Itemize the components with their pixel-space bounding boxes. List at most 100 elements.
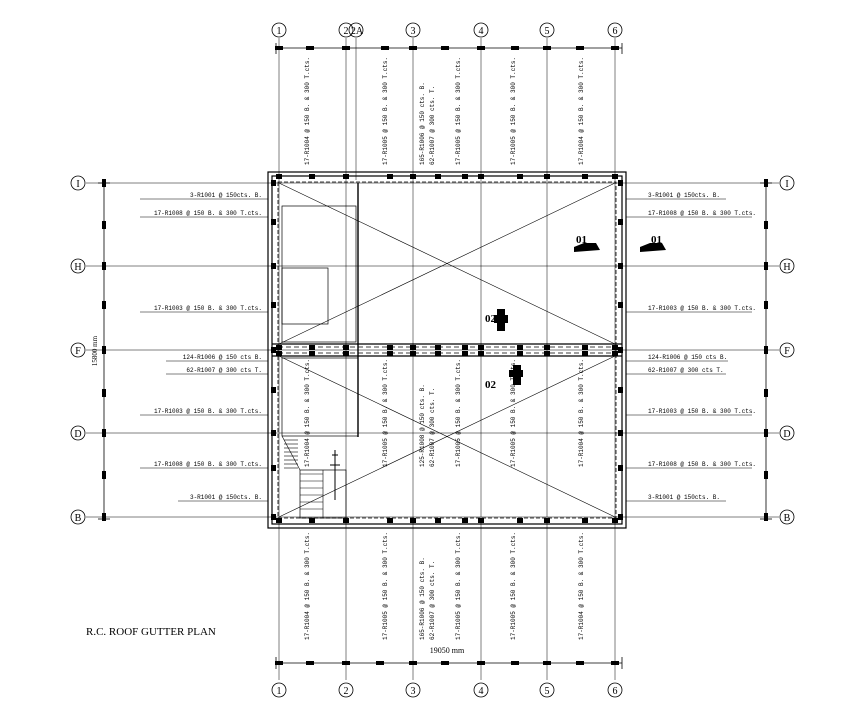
rebar-marker [387, 351, 393, 356]
note-left: 17-R1008 @ 150 B. & 300 T.cts. [154, 461, 262, 468]
rebar-marker [544, 174, 550, 179]
note-left: 3-R1001 @ 150cts. B. [190, 494, 262, 501]
grid-label-left-b: B [75, 513, 82, 524]
dimension-tick [102, 389, 106, 397]
grid-label-right-f: F [784, 346, 790, 357]
rebar-marker [618, 347, 623, 353]
rebar-marker [618, 302, 623, 308]
grid-label-bottom-3: 3 [411, 686, 416, 697]
dimension-tick [764, 471, 768, 479]
dimension-tick [511, 661, 519, 665]
rebar-marker [271, 514, 276, 520]
dimension-tick [306, 46, 314, 50]
rebar-marker [544, 345, 550, 350]
rebar-marker [618, 387, 623, 393]
rebar-marker [271, 219, 276, 225]
note-right: 17-R1003 @ 150 B. & 300 T.cts. [648, 408, 756, 415]
grid-label-bottom-5: 5 [545, 686, 550, 697]
dimension-tick [102, 221, 106, 229]
stair-treads [284, 439, 323, 510]
rebar-marker [435, 518, 441, 523]
note-vertical-middle: 17-R1004 @ 150 B. & 300 T.cts. [304, 359, 311, 467]
rebar-marker [271, 263, 276, 269]
rebar-marker [462, 345, 468, 350]
rebar-marker [343, 351, 349, 356]
rebar-marker [478, 174, 484, 179]
rebar-marker [462, 174, 468, 179]
note-vertical-bottom: 17-R1005 @ 150 B. & 300 T.cts. [510, 532, 517, 640]
rebar-marker [410, 174, 416, 179]
gutter-callouts [494, 243, 666, 385]
rebar-marker [309, 351, 315, 356]
rebar-marker [618, 430, 623, 436]
dimension-tick [764, 389, 768, 397]
note-right: 3-R1001 @ 150cts. B. [648, 494, 720, 501]
rebar-marker [612, 345, 618, 350]
grid-label-left-d: D [74, 429, 81, 440]
note-right: 62-R1007 @ 300 cts T. [648, 367, 724, 374]
dimension-tick [102, 471, 106, 479]
rebar-marker [478, 345, 484, 350]
grid-label-bottom-2: 2 [344, 686, 349, 697]
rebar-marker [309, 518, 315, 523]
note-vertical-bottom: 17-R1005 @ 150 B. & 300 T.cts. [382, 532, 389, 640]
note-left: 17-R1003 @ 150 B. & 300 T.cts. [154, 305, 262, 312]
notes-left: 3-R1001 @ 150cts. B. 17-R1008 @ 150 B. &… [154, 192, 262, 501]
dimension-tick [381, 46, 389, 50]
note-vertical-bottom: 17-R1004 @ 150 B. & 300 T.cts. [304, 532, 311, 640]
note-vertical-middle: 17-R1005 @ 150 B. & 300 T.cts. [510, 359, 517, 467]
rebar-marker [387, 174, 393, 179]
note-vertical-bottom: 17-R1005 @ 150 B. & 300 T.cts. [455, 532, 462, 640]
note-right: 3-R1001 @ 150cts. B. [648, 192, 720, 199]
rebar-marker [387, 345, 393, 350]
rebar-marker [343, 345, 349, 350]
grid-label-top-2: 2 [344, 26, 349, 37]
note-vertical-top: 17-R1005 @ 150 B. & 300 T.cts. [510, 57, 517, 165]
dimension-tick [441, 46, 449, 50]
dimension-tick [764, 301, 768, 309]
rebar-marker [612, 518, 618, 523]
rebar-marker [435, 351, 441, 356]
rebar-marker [387, 518, 393, 523]
note-left: 17-R1003 @ 150 B. & 300 T.cts. [154, 408, 262, 415]
rebar-marker [309, 174, 315, 179]
notes-right-leaders [626, 198, 752, 502]
note-vertical-top: 17-R1004 @ 150 B. & 300 T.cts. [304, 57, 311, 165]
grid-bubbles-bottom [271, 682, 623, 698]
rebar-marker [582, 351, 588, 356]
grid-label-right-i: I [785, 179, 788, 190]
rebar-marker [582, 174, 588, 179]
grid-bubbles-sides [70, 175, 795, 525]
grid-label-left-f: F [75, 346, 81, 357]
note-left: 3-R1001 @ 150cts. B. [190, 192, 262, 199]
note-right: 17-R1003 @ 150 B. & 300 T.cts. [648, 305, 756, 312]
note-vertical-top: 17-R1004 @ 150 B. & 300 T.cts. [578, 57, 585, 165]
rebar-marker [271, 302, 276, 308]
note-left: 17-R1008 @ 150 B. & 300 T.cts. [154, 210, 262, 217]
rebar-marker [478, 518, 484, 523]
dimension-tick [764, 221, 768, 229]
rebar-marker [517, 345, 523, 350]
rebar-marker [271, 347, 276, 353]
grid-label-top-3: 3 [411, 26, 416, 37]
grid-label-bottom-4: 4 [479, 686, 484, 697]
rebar-marker [618, 514, 623, 520]
note-left: 62-R1007 @ 300 cts T. [186, 367, 262, 374]
rebar-marker [582, 345, 588, 350]
rebar-marker [612, 174, 618, 179]
rebar-marker [478, 351, 484, 356]
grid-label-right-b: B [784, 513, 791, 524]
dimension-tick [576, 661, 584, 665]
callout-01-b: 01 [651, 234, 662, 246]
note-vertical-middle: 17-R1005 @ 150 B. & 300 T.cts. [455, 359, 462, 467]
notes-vertical: 17-R1004 @ 150 B. & 300 T.cts. 17-R1005 … [304, 57, 585, 640]
note-vertical-middle: 62-R1007 @ 300 cts. T. [429, 388, 436, 467]
rebar-marker [544, 351, 550, 356]
rebar-marker [544, 518, 550, 523]
rebar-marker [410, 351, 416, 356]
note-right: 124-R1006 @ 150 cts B. [648, 354, 727, 361]
note-vertical-top: 17-R1005 @ 150 B. & 300 T.cts. [382, 57, 389, 165]
note-vertical-top: 165-R1006 @ 150 cts. B. [419, 82, 426, 165]
rebar-marker [343, 174, 349, 179]
